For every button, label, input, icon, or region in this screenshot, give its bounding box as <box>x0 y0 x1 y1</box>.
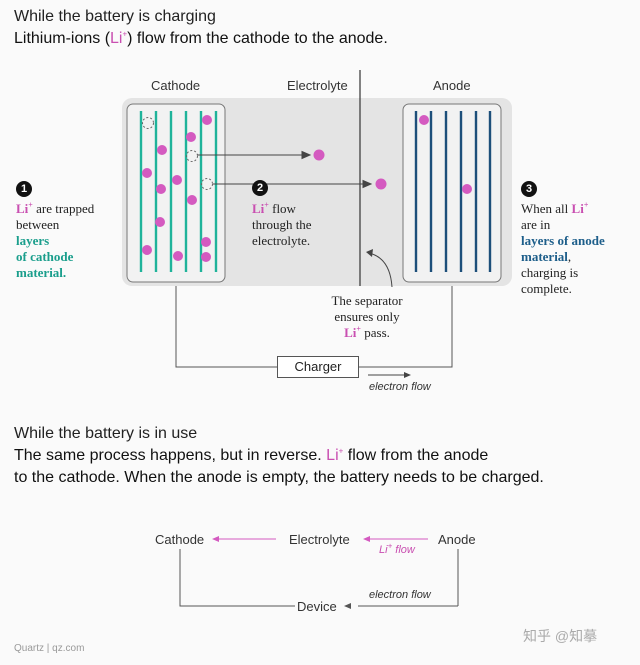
wire-cathode <box>175 286 277 368</box>
lithium-ion <box>419 115 429 125</box>
li-symbol: Li+ <box>326 446 344 464</box>
anode-layers <box>414 111 492 272</box>
ion-flow-arrows <box>197 150 373 189</box>
charger-box: Charger <box>277 356 359 378</box>
bottom-anode-label: Anode <box>438 532 476 547</box>
li-symbol: Li+ <box>252 200 269 216</box>
step-3-badge: 3 <box>521 179 537 197</box>
electrolyte-label: Electrolyte <box>287 78 348 93</box>
battery-diagram <box>122 70 512 378</box>
li-symbol: Li+ <box>110 29 128 47</box>
arrowhead <box>212 536 219 542</box>
lithium-ion <box>173 251 183 261</box>
li-flow-label: Li+ flow <box>379 541 415 556</box>
lithium-ion <box>172 175 182 185</box>
lithium-ion <box>201 237 211 247</box>
lithium-ion <box>202 115 212 125</box>
bottom-electrolyte-label: Electrolyte <box>289 532 350 547</box>
bottom-cathode-label: Cathode <box>155 532 205 547</box>
watermark: 知乎 @知摹 <box>523 628 598 644</box>
step-1-text: Li+ are trapped between layers of cathod… <box>16 200 95 280</box>
anode-electrode <box>402 103 502 283</box>
li-symbol: Li+ <box>16 200 33 216</box>
bottom-electron-flow-label: electron flow <box>369 589 431 601</box>
lithium-ion <box>186 132 196 142</box>
cathode-vacancies <box>142 117 213 190</box>
step-3-text: When all Li+ are in layers of anode mate… <box>521 200 605 296</box>
arrowhead <box>404 372 411 378</box>
charging-subheading: Lithium-ions (Li+) flow from the cathode… <box>14 29 388 47</box>
anode-label: Anode <box>433 78 471 93</box>
source-credit: Quartz | qz.com <box>14 643 85 654</box>
empty-ion-slot <box>186 150 198 162</box>
device-label: Device <box>297 599 337 614</box>
arrowhead <box>362 179 373 189</box>
moving-ions <box>313 149 387 190</box>
electron-flow-label: electron flow <box>369 381 431 393</box>
lithium-ion <box>187 195 197 205</box>
cathode-layers <box>139 111 218 272</box>
in-use-heading: While the battery is in use <box>14 425 198 442</box>
step-2-badge: 2 <box>252 178 268 196</box>
cathode-label: Cathode <box>151 78 201 93</box>
arrowhead <box>301 150 312 160</box>
lithium-ion <box>462 184 472 194</box>
in-use-description: The same process happens, but in reverse… <box>14 446 544 486</box>
lithium-ion <box>155 217 165 227</box>
arrowhead <box>344 603 351 609</box>
charging-circuit <box>175 286 453 368</box>
arrowhead <box>366 249 373 257</box>
arrowhead <box>363 536 370 542</box>
empty-ion-slot <box>142 117 154 129</box>
cathode-ions <box>142 115 212 262</box>
lithium-ion <box>142 168 152 178</box>
lithium-ion <box>156 184 166 194</box>
li-symbol: Li+ <box>344 324 361 340</box>
li-symbol: Li+ <box>571 200 589 216</box>
step-2-text: Li+ flow through the electrolyte. <box>252 200 312 248</box>
step-1-badge: 1 <box>16 179 32 197</box>
empty-ion-slot <box>201 178 213 190</box>
separator-note: The separator ensures only Li+ pass. <box>331 293 403 340</box>
charging-heading: While the battery is charging <box>14 8 216 25</box>
lithium-ion <box>375 178 387 190</box>
lithium-ion <box>201 252 211 262</box>
lithium-ion <box>313 149 325 161</box>
wire-cathode <box>179 549 295 607</box>
lithium-ion <box>142 245 152 255</box>
anode-ions <box>419 115 472 194</box>
lithium-ion <box>157 145 167 155</box>
discharge-diagram <box>179 536 459 609</box>
wire-anode <box>358 286 453 368</box>
